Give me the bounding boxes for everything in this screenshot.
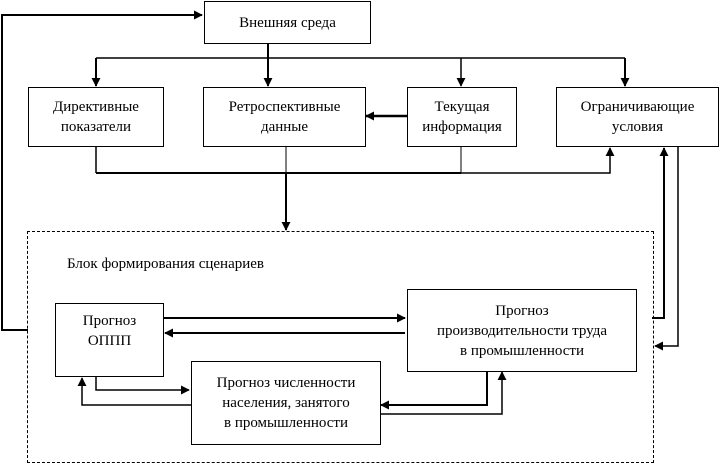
label: Внешняя среда — [239, 14, 336, 31]
label-line: показатели — [60, 119, 132, 135]
label-line: Прогноз — [82, 313, 137, 329]
label-line: условия — [611, 119, 664, 135]
box-forecast-productivity: Прогноз производительности труда в промы… — [407, 289, 637, 372]
label-line: Директивные — [53, 99, 139, 115]
label-line: ОППП — [87, 333, 132, 349]
label-line: производительности труда — [436, 322, 607, 339]
box-current-information: Текущая информация — [407, 87, 517, 147]
box-constraints: Ограничивающие условия — [556, 87, 719, 147]
scenario-block-caption: Блок формирования сценариев — [67, 256, 264, 272]
arrow-to-constraints-bottom — [461, 147, 615, 174]
arrow-productivity-to-employment — [380, 372, 488, 410]
scenario-block-frame — [27, 231, 654, 463]
label-line: населения, занятого — [222, 395, 350, 411]
box-directive-indicators: Директивные показатели — [28, 87, 164, 147]
label-line: информация — [422, 119, 502, 135]
label-line: Ограничивающие — [580, 99, 695, 115]
arrow-employment-to-productivity — [380, 371, 507, 415]
arrow-employment-to-oppp — [77, 377, 191, 406]
label-line: в промышленности — [459, 342, 584, 359]
box-forecast-oppp: Прогноз ОППП — [55, 303, 164, 377]
box-retrospective-data: Ретроспективные данные — [203, 87, 366, 147]
arrow-productivity-to-constraints — [652, 147, 669, 319]
label-line: Прогноз численности — [216, 375, 356, 391]
arrow-oppp-to-environment — [1, 10, 203, 331]
arrow-oppp-to-employment — [95, 376, 190, 395]
box-forecast-employment: Прогноз численности населения, занятого … — [191, 361, 381, 445]
label-line: данные — [260, 119, 309, 135]
label-line: в промышленности — [223, 415, 348, 431]
label-line: Ретроспективные — [228, 99, 341, 115]
label-line: Текущая — [434, 99, 490, 115]
box-external-environment: Внешняя среда — [204, 1, 371, 44]
arrow-constraints-to-scenario — [654, 146, 679, 351]
label-line: Прогноз — [495, 302, 549, 319]
